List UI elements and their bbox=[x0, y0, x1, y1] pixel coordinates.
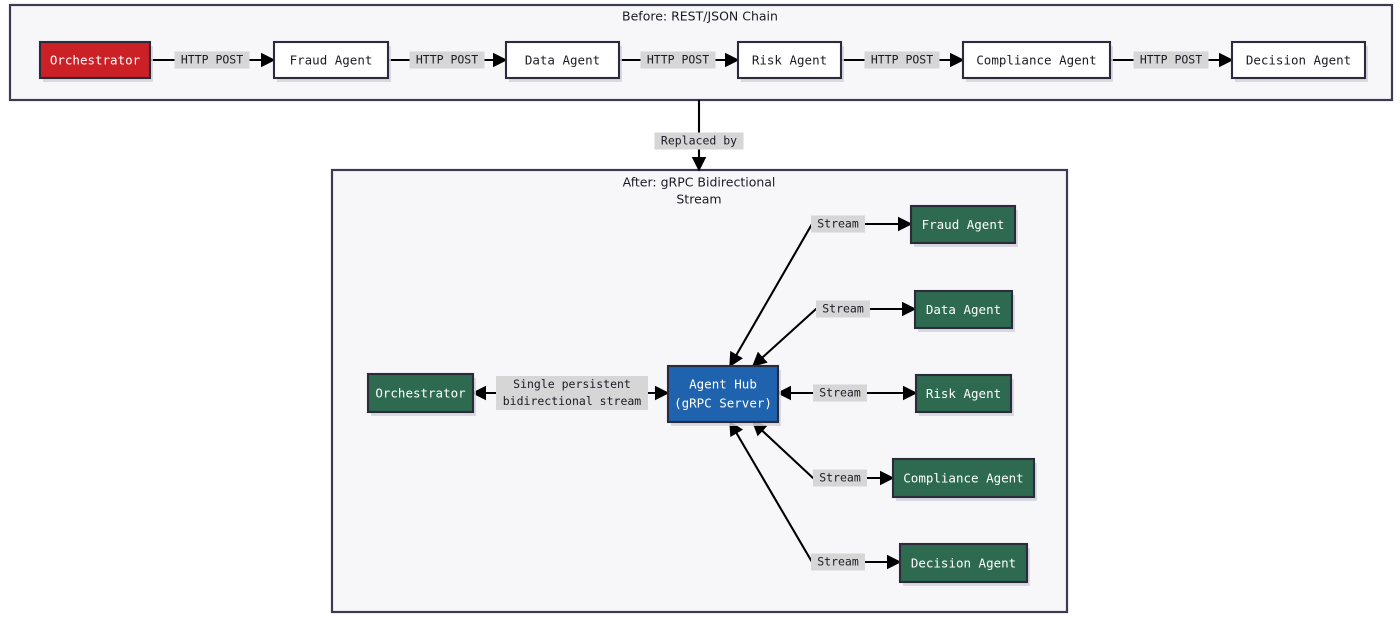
after-orchestrator-label: Orchestrator bbox=[375, 386, 466, 401]
node-after-risk[interactable]: Risk Agent bbox=[914, 373, 1014, 416]
e-hub-orch-label-text: Single persistent bbox=[513, 377, 631, 391]
e-before-1-label-group: HTTP POST bbox=[174, 51, 250, 69]
e-before-2-label-chip bbox=[409, 51, 485, 69]
before-decision-box[interactable] bbox=[1230, 40, 1367, 80]
e-hub-compliance-label-text: Stream bbox=[819, 471, 861, 485]
e-hub-fraud-label-group: Stream bbox=[811, 215, 865, 233]
after-hub-label-secondary: (gRPC Server) bbox=[674, 396, 772, 411]
e-hub-risk-label-chip bbox=[813, 384, 867, 402]
e-replaced-label-chip bbox=[654, 132, 744, 150]
e-before-5-label-group: HTTP POST bbox=[1133, 51, 1209, 69]
after-risk-box[interactable] bbox=[914, 373, 1013, 414]
e-before-3-label-chip bbox=[640, 51, 716, 69]
edge-labels-layer: HTTP POST HTTP POST HTTP POST HTTP POST HTTP… bbox=[174, 51, 1209, 571]
before-risk-label: Risk Agent bbox=[752, 53, 827, 68]
before-fraud-box[interactable] bbox=[272, 40, 390, 80]
e-before-2-label-group: HTTP POST bbox=[409, 51, 485, 69]
e-hub-orch-label-group: Single persistent bidirectional stream bbox=[496, 376, 648, 410]
node-after-data[interactable]: Data Agent bbox=[913, 289, 1015, 332]
after-hub-box[interactable] bbox=[666, 364, 780, 424]
node-before-orchestrator[interactable]: Orchestrator bbox=[38, 40, 153, 82]
before-fraud-label: Fraud Agent bbox=[290, 53, 373, 68]
e-before-1-label-text: HTTP POST bbox=[181, 53, 243, 67]
e-before-5-label-chip bbox=[1133, 51, 1209, 69]
before-decision-label: Decision Agent bbox=[1246, 53, 1351, 68]
e-hub-compliance-label-group: Stream bbox=[813, 469, 867, 487]
e-hub-compliance-label-chip bbox=[813, 469, 867, 487]
node-after-compliance[interactable]: Compliance Agent bbox=[891, 457, 1037, 501]
before-orchestrator-label: Orchestrator bbox=[50, 53, 141, 68]
after-data-box[interactable] bbox=[913, 289, 1014, 330]
before-data-box[interactable] bbox=[504, 40, 621, 80]
before-orchestrator-box[interactable] bbox=[38, 40, 152, 80]
e-hub-risk-label-group: Stream bbox=[813, 384, 867, 402]
after-risk-label: Risk Agent bbox=[926, 386, 1001, 401]
e-before-5-label-text: HTTP POST bbox=[1140, 53, 1202, 67]
e-hub-decision-label-chip bbox=[811, 553, 865, 571]
e-hub-data-label-chip bbox=[816, 300, 870, 318]
after-decision-label: Decision Agent bbox=[911, 556, 1016, 571]
e-before-2-label-text: HTTP POST bbox=[416, 53, 478, 67]
before-risk-box[interactable] bbox=[736, 40, 843, 80]
e-hub-decision-label-text: Stream bbox=[817, 555, 859, 569]
node-before-fraud[interactable]: Fraud Agent bbox=[272, 40, 391, 82]
after-panel-title-line: Stream bbox=[676, 192, 721, 207]
e-hub-data-label-text: Stream bbox=[822, 302, 864, 316]
e-before-4-label-text: HTTP POST bbox=[871, 53, 933, 67]
node-after-fraud[interactable]: Fraud Agent bbox=[909, 204, 1018, 247]
node-before-data[interactable]: Data Agent bbox=[504, 40, 622, 82]
e-hub-orch-label-text: bidirectional stream bbox=[503, 394, 642, 408]
e-hub-risk-label-text: Stream bbox=[819, 386, 861, 400]
after-data-label: Data Agent bbox=[926, 302, 1001, 317]
after-fraud-box[interactable] bbox=[909, 204, 1017, 245]
before-compliance-label: Compliance Agent bbox=[976, 53, 1096, 68]
after-compliance-box[interactable] bbox=[891, 457, 1036, 499]
node-before-risk[interactable]: Risk Agent bbox=[736, 40, 844, 82]
after-orchestrator-box[interactable] bbox=[366, 372, 475, 414]
e-before-3-label-text: HTTP POST bbox=[647, 53, 709, 67]
e-before-1-label-chip bbox=[174, 51, 250, 69]
after-decision-box[interactable] bbox=[898, 542, 1029, 584]
node-after-hub[interactable]: Agent Hub (gRPC Server) bbox=[666, 364, 781, 426]
before-data-label: Data Agent bbox=[525, 53, 600, 68]
node-after-decision[interactable]: Decision Agent bbox=[898, 542, 1030, 586]
after-fraud-label: Fraud Agent bbox=[922, 217, 1005, 232]
e-hub-data-label-group: Stream bbox=[816, 300, 870, 318]
after-panel-title-line: After: gRPC Bidirectional bbox=[623, 175, 776, 190]
e-before-4-label-chip bbox=[864, 51, 940, 69]
e-replaced-label-text: Replaced by bbox=[661, 134, 737, 148]
e-hub-fraud-label-text: Stream bbox=[817, 217, 859, 231]
e-before-4-label-group: HTTP POST bbox=[864, 51, 940, 69]
e-hub-decision-label-group: Stream bbox=[811, 553, 865, 571]
e-hub-fraud-label-chip bbox=[811, 215, 865, 233]
after-compliance-label: Compliance Agent bbox=[903, 471, 1023, 486]
before-compliance-box[interactable] bbox=[961, 40, 1112, 80]
e-replaced-label-group: Replaced by bbox=[654, 132, 744, 150]
after-hub-label: Agent Hub bbox=[689, 377, 757, 392]
node-before-compliance[interactable]: Compliance Agent bbox=[961, 40, 1113, 82]
before-panel-title-line: Before: REST/JSON Chain bbox=[622, 9, 778, 24]
node-after-orchestrator[interactable]: Orchestrator bbox=[366, 372, 476, 416]
node-before-decision[interactable]: Decision Agent bbox=[1230, 40, 1368, 82]
e-before-3-label-group: HTTP POST bbox=[640, 51, 716, 69]
e-hub-orch-label-chip bbox=[496, 376, 648, 410]
